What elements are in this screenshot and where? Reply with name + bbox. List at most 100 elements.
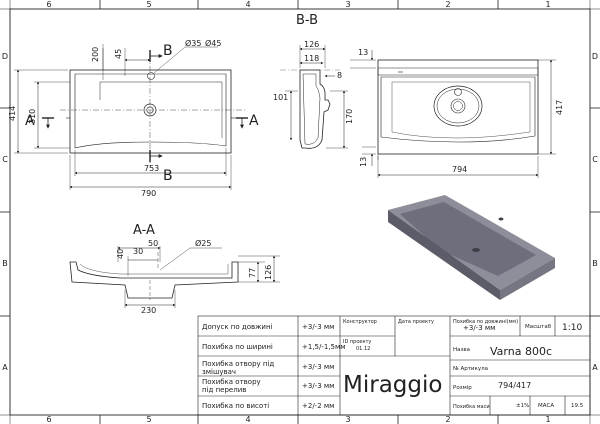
section-bb (280, 45, 348, 149)
col-num-top: 6 (46, 0, 51, 9)
row-letter-right: A (592, 363, 598, 372)
right-view-labels: 13 417 13 794 (358, 48, 564, 174)
product-name: Varna 800c (490, 345, 552, 358)
right-view (350, 50, 556, 178)
top-view-labels: B B A A 200 45 Ø35 Ø45 414 310 753 790 (8, 38, 259, 198)
dim-label: 230 (141, 306, 156, 315)
section-aa-labels: A-A 30 50 40 Ø25 77 126 230 (116, 223, 273, 315)
scale-value: 1:10 (562, 323, 582, 333)
col-num-top: 4 (245, 0, 250, 9)
col-num-top: 2 (445, 0, 450, 9)
section-title: A-A (133, 223, 155, 238)
dim-label: 40 (116, 249, 125, 259)
mass-error-value: ±1% (516, 403, 529, 409)
row-letter-right: D (592, 52, 598, 61)
tolerance-label: Допуск по довжині (202, 323, 273, 331)
col-num-bottom: 4 (245, 415, 250, 424)
dim-label: 753 (144, 164, 159, 173)
row-letter-left: C (2, 155, 8, 164)
render-front (388, 210, 500, 300)
tolerance-label: Похибка по ширині (202, 343, 273, 351)
tolerance-value: +3/-3 мм (302, 363, 334, 371)
tolerance-value: +2/-2 мм (302, 402, 334, 410)
col-num-top: 3 (345, 0, 350, 9)
dim-label: 417 (555, 100, 564, 115)
col-num-bottom: 1 (545, 415, 550, 424)
size-label: Розмір (453, 385, 472, 391)
section-title: B-B (296, 13, 318, 28)
render-side (500, 258, 555, 300)
project-id-label: ID проекту (343, 339, 371, 345)
col-num-bottom: 6 (46, 415, 51, 424)
render-tap-hole (498, 217, 504, 221)
dim-label: 200 (91, 47, 100, 62)
title-block: Допуск по довжині +3/-3 мм Похибка по ши… (202, 319, 584, 410)
article-label: № Артикула (453, 366, 488, 372)
date-label: Дата проекту (398, 319, 434, 325)
tolerance-label-line: під перелив (202, 386, 246, 394)
mass-error-label: Похибка маси (453, 404, 490, 410)
section-label: B (163, 43, 173, 59)
dim-label: 790 (141, 189, 156, 198)
dim-label: 126 (264, 265, 273, 280)
dim-label: 8 (337, 71, 342, 80)
col-num-bottom: 5 (146, 415, 151, 424)
scale-label: Масштаб (525, 324, 552, 330)
dim-label: 101 (273, 93, 288, 102)
dim-label: 794 (452, 165, 467, 174)
col-num-bottom: 3 (345, 415, 350, 424)
section-aa (69, 246, 280, 308)
error-value: +3/-3 мм (463, 324, 495, 332)
section-label: B (163, 168, 173, 184)
row-letter-right: B (592, 259, 598, 268)
dim-label: 13 (358, 48, 368, 57)
render-drain (472, 248, 480, 252)
dim-label: 126 (304, 40, 319, 49)
mass-label: МАСА (538, 403, 554, 409)
row-letter-left: B (2, 259, 8, 268)
project-id-value: 01.12 (356, 346, 370, 352)
section-label: A (25, 113, 35, 129)
tolerance-label-line: Похибка отвору (202, 378, 261, 386)
mass-value: 19.5 (571, 403, 584, 409)
render-basin (400, 202, 536, 276)
dim-label: Ø45 (205, 38, 221, 48)
dim-label: Ø25 (195, 238, 211, 248)
dim-label: 77 (248, 268, 257, 278)
tolerance-value: +3/-3 мм (302, 323, 334, 331)
dim-label: 30 (133, 247, 143, 256)
tolerance-label: Похибка по висоті (202, 402, 269, 410)
error-label: Похибка по довжині(мм) (453, 319, 518, 325)
row-letter-left: A (2, 363, 8, 372)
name-label: Назва (453, 347, 470, 353)
constructor-label: Конструктор (343, 319, 377, 325)
dim-label: 310 (28, 109, 37, 124)
dim-label: 118 (304, 54, 319, 63)
dim-label: Ø35 (185, 38, 201, 48)
product-render (388, 195, 555, 300)
tolerance-value: +1,5/-1,5мм (302, 343, 346, 351)
tolerance-label-line: змішувач (202, 368, 236, 376)
tolerance-label-line: Похибка отвору під (202, 360, 274, 368)
dim-label: 170 (345, 109, 354, 124)
size-value: 794/417 (498, 381, 531, 390)
brand-logo: Miraggio (343, 372, 442, 398)
title-block-grid (197, 315, 591, 416)
dim-label: 50 (148, 239, 158, 248)
dim-label: 45 (114, 49, 123, 59)
row-letter-left: D (2, 52, 8, 61)
col-num-bottom: 2 (445, 415, 450, 424)
section-label: A (249, 113, 259, 129)
dim-label: 414 (8, 106, 17, 121)
top-view (14, 44, 248, 190)
col-num-top: 1 (545, 0, 550, 9)
dim-label: 13 (359, 157, 368, 167)
col-num-top: 5 (146, 0, 151, 9)
tolerance-value: +3/-3 мм (302, 382, 334, 390)
section-bb-labels: B-B 126 118 8 101 170 (273, 13, 354, 124)
